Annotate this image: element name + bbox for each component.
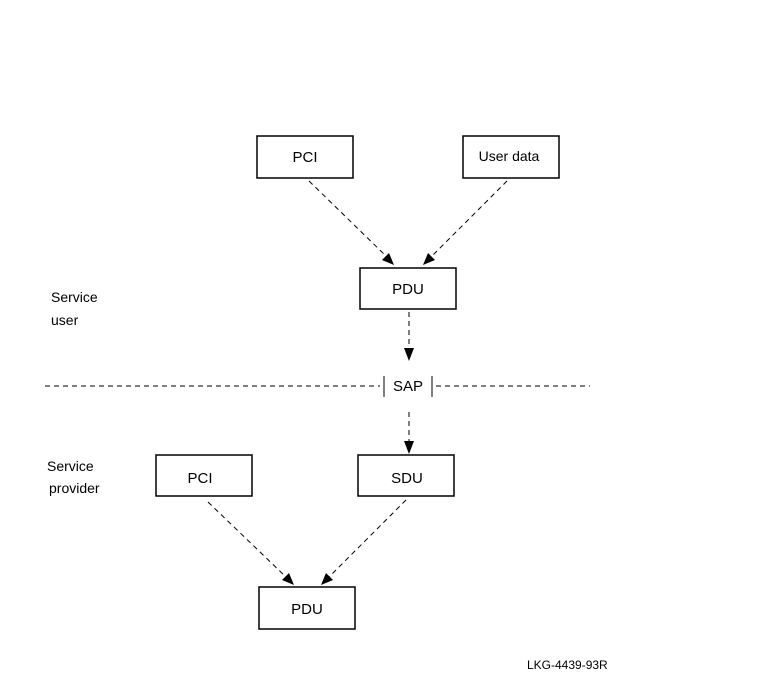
service-provider-label-line2: provider xyxy=(49,480,100,496)
upper-pdu-label: PDU xyxy=(392,281,424,298)
arrow-sap-to-sdu xyxy=(404,412,414,454)
arrow-lower-pci-to-pdu xyxy=(207,501,294,585)
sdu-label: SDU xyxy=(391,470,423,487)
arrow-upper-pci-to-pdu xyxy=(308,180,394,265)
lower-pdu-label: PDU xyxy=(291,601,323,618)
user-data-box: User data xyxy=(462,135,560,179)
sdu-box: SDU xyxy=(357,454,455,497)
upper-pdu-box: PDU xyxy=(359,267,457,310)
upper-pci-label: PCI xyxy=(292,149,317,166)
user-data-label: User data xyxy=(479,148,540,164)
sap-boundary: SAP xyxy=(45,376,590,397)
sap-label: SAP xyxy=(393,378,423,395)
upper-pci-box: PCI xyxy=(256,135,354,179)
arrow-sdu-to-pdu xyxy=(321,499,407,585)
arrow-user-data-to-pdu xyxy=(423,180,508,265)
service-user-label-line2: user xyxy=(51,312,79,328)
service-user-label-line1: Service xyxy=(51,289,98,305)
arrow-pdu-to-sap xyxy=(404,312,414,361)
lower-pci-label: PCI xyxy=(187,470,212,487)
figure-id: LKG-4439-93R xyxy=(527,658,608,672)
lower-pdu-box: PDU xyxy=(258,586,356,630)
service-provider-label-line1: Service xyxy=(47,458,94,474)
lower-pci-box: PCI xyxy=(155,454,253,497)
